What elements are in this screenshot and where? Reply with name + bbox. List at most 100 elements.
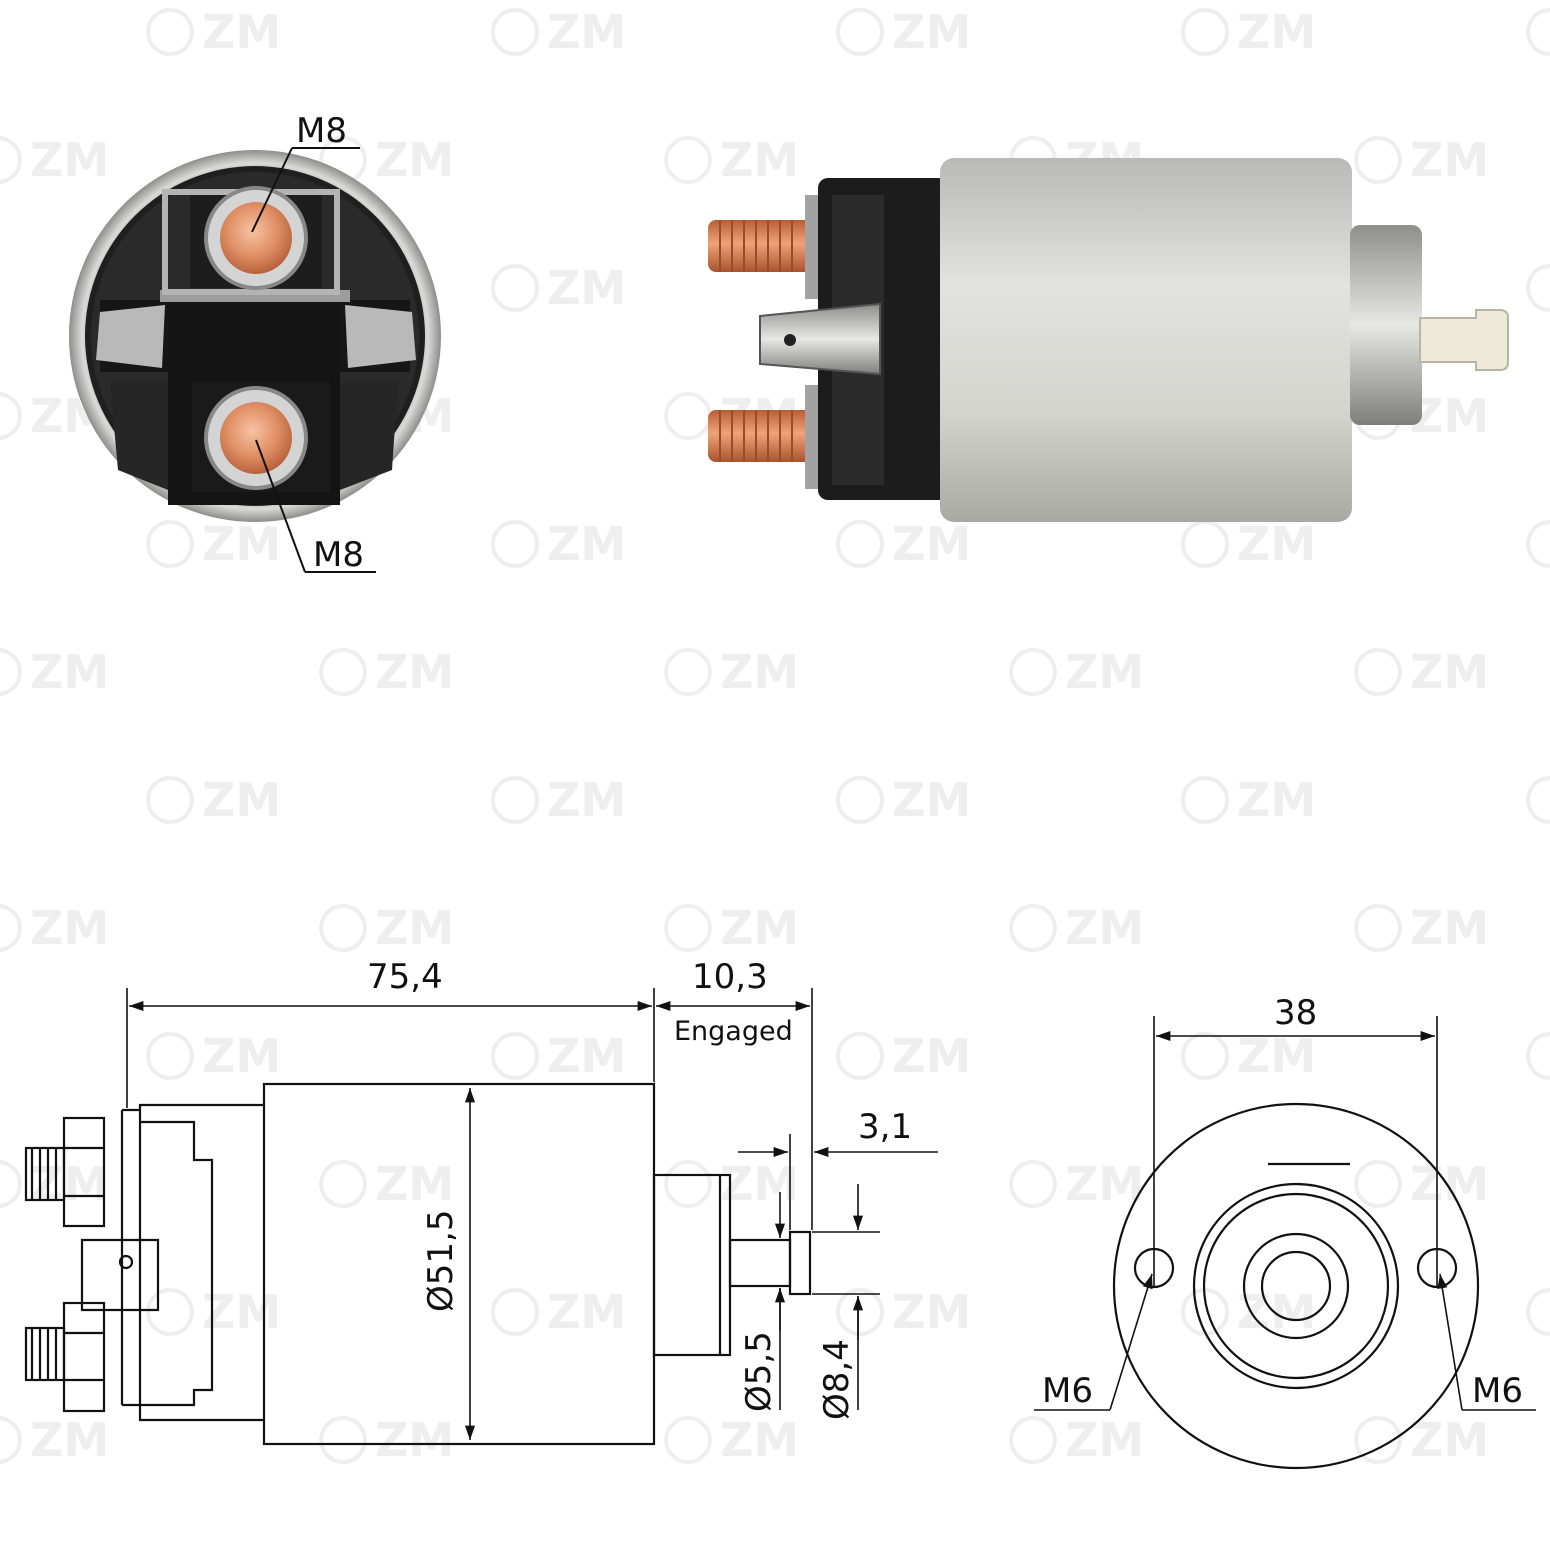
watermark-logo-icon [664, 1160, 712, 1208]
watermark-logo-icon [664, 1416, 712, 1464]
watermark-text: ZM [1065, 1413, 1144, 1467]
watermark-logo-icon [1009, 1160, 1057, 1208]
watermark-logo-icon [664, 648, 712, 696]
watermark-logo-icon [1009, 1416, 1057, 1464]
watermark-text: ZM [1237, 773, 1316, 827]
watermark-text: ZM [1410, 901, 1489, 955]
label-left-hole-thread: M6 [1042, 1371, 1093, 1411]
watermark-pattern: ZM ZM ZM ZM ZM ZM ZM ZM ZM ZM ZM ZM ZM ZM ZM ZM ZM ZM ZM ZM… [0, 5, 1550, 1467]
label-top-terminal-thread: M8 [296, 111, 347, 151]
watermark-logo-icon [1181, 8, 1229, 56]
watermark-text: ZM [375, 901, 454, 955]
watermark-logo-icon [836, 1032, 884, 1080]
watermark-logo-icon [0, 648, 22, 696]
watermark-logo-icon [1354, 648, 1402, 696]
watermark-logo-icon [1526, 776, 1550, 824]
watermark-text: ZM [30, 645, 109, 699]
leader-line-top [251, 147, 293, 233]
watermark-logo-icon [146, 776, 194, 824]
watermark-logo-icon [0, 1160, 22, 1208]
dim-tip-diameter [812, 1184, 880, 1410]
watermark-text: ZM [202, 5, 281, 59]
watermark-text: ZM [375, 1413, 454, 1467]
dim-hole-spacing [1153, 1016, 1438, 1288]
watermark-logo-icon [664, 904, 712, 952]
watermark-text: ZM [1410, 1413, 1489, 1467]
label-bottom-terminal-thread: M8 [313, 535, 364, 575]
leader-m6 [1034, 1273, 1536, 1411]
watermark-text: ZM [30, 133, 109, 187]
watermark-text: ZM [892, 773, 971, 827]
watermark-text: ZM [547, 5, 626, 59]
watermark-logo-icon [491, 776, 539, 824]
watermark-text: ZM [1237, 1029, 1316, 1083]
label-right-hole-thread: M6 [1472, 1371, 1523, 1411]
watermark-logo-icon [1526, 1288, 1550, 1336]
watermark-logo-icon [1009, 648, 1057, 696]
label-stroke: 10,3 [692, 957, 768, 997]
watermark-logo-icon [319, 904, 367, 952]
watermark-text: ZM [892, 1285, 971, 1339]
watermark-text: ZM [30, 1413, 109, 1467]
watermark-logo-icon [1354, 1416, 1402, 1464]
label-plunger-diameter: Ø5,5 [739, 1331, 779, 1412]
watermark-text: ZM [30, 1157, 109, 1211]
watermark-logo-icon [836, 1288, 884, 1336]
watermark-logo-icon [1354, 904, 1402, 952]
watermark-text: ZM [375, 645, 454, 699]
watermark-text: ZM [375, 1157, 454, 1211]
watermark-logo-icon [1526, 1032, 1550, 1080]
watermark-text: ZM [720, 133, 799, 187]
watermark-text: ZM [1410, 389, 1489, 443]
label-hole-spacing: 38 [1274, 993, 1317, 1033]
watermark-text: ZM [202, 1029, 281, 1083]
watermark-logo-icon [1181, 776, 1229, 824]
watermark-logo-icon [319, 648, 367, 696]
watermark-logo-icon [836, 520, 884, 568]
watermark-text: ZM [1237, 517, 1316, 571]
watermark-logo-icon [146, 1032, 194, 1080]
watermark-logo-icon [146, 1288, 194, 1336]
watermark-logo-icon [319, 1416, 367, 1464]
label-tip-diameter: Ø8,4 [817, 1339, 857, 1420]
label-length: 75,4 [367, 957, 443, 997]
watermark-logo-icon [1526, 264, 1550, 312]
watermark-logo-icon [491, 1288, 539, 1336]
leader-line-bottom [255, 439, 306, 573]
watermark-logo-icon [1354, 1160, 1402, 1208]
watermark-text: ZM [202, 517, 281, 571]
drawing-side-view [24, 1082, 812, 1446]
label-body-diameter: Ø51,5 [421, 1210, 461, 1312]
watermark-text: ZM [892, 5, 971, 59]
watermark-text: ZM [1410, 1157, 1489, 1211]
label-stroke-note: Engaged [674, 1016, 793, 1047]
watermark-text: ZM [547, 1285, 626, 1339]
watermark-logo-icon [146, 8, 194, 56]
watermark-text: ZM [892, 517, 971, 571]
watermark-logo-icon [491, 1032, 539, 1080]
watermark-text: ZM [202, 773, 281, 827]
watermark-text: ZM [720, 645, 799, 699]
watermark-logo-icon [491, 520, 539, 568]
watermark-text: ZM [1065, 901, 1144, 955]
photo-side-view [708, 158, 1509, 522]
watermark-logo-icon [146, 520, 194, 568]
photo-end-view [69, 150, 441, 522]
watermark-logo-icon [491, 264, 539, 312]
watermark-logo-icon [491, 8, 539, 56]
watermark-logo-icon [836, 776, 884, 824]
watermark-text: ZM [547, 1029, 626, 1083]
watermark-text: ZM [720, 901, 799, 955]
watermark-text: ZM [547, 773, 626, 827]
watermark-text: ZM [1410, 133, 1489, 187]
watermark-text: ZM [375, 133, 454, 187]
label-collar: 3,1 [858, 1107, 912, 1147]
watermark-text: ZM [1065, 645, 1144, 699]
watermark-logo-icon [664, 136, 712, 184]
watermark-logo-icon [1009, 904, 1057, 952]
watermark-logo-icon [0, 1416, 22, 1464]
watermark-logo-icon [0, 392, 22, 440]
watermark-logo-icon [836, 8, 884, 56]
dim-stroke [656, 988, 813, 1230]
